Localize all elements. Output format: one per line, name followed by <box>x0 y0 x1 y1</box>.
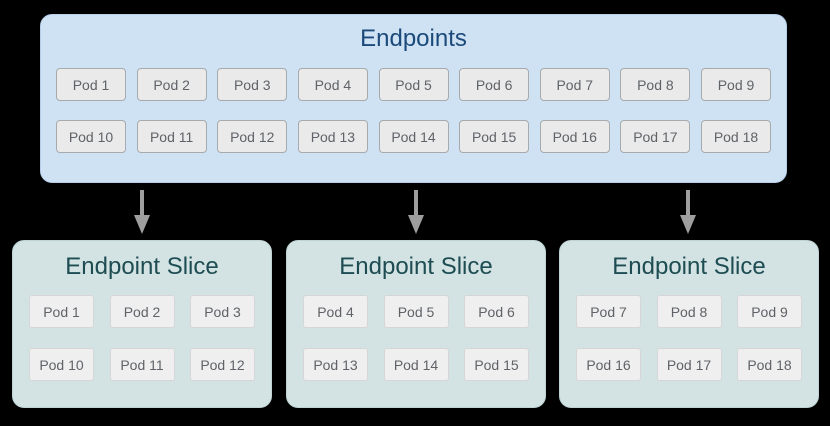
pod-label: Pod 17 <box>666 356 712 373</box>
pod: Pod 15 <box>464 348 529 381</box>
pod: Pod 4 <box>303 295 368 328</box>
pod: Pod 18 <box>701 120 771 153</box>
pod-label: Pod 5 <box>395 76 432 93</box>
pod-label: Pod 11 <box>149 128 194 145</box>
pod-label: Pod 1 <box>72 76 110 93</box>
slice1-pod-row-1: Pod 1 Pod 2 Pod 3 <box>29 295 255 328</box>
pod: Pod 13 <box>303 348 368 381</box>
endpoints-pod-row-2: Pod 10 Pod 11 Pod 12 Pod 13 Pod 14 Pod 15 Pod … <box>56 120 771 153</box>
pod: Pod 14 <box>378 120 449 153</box>
endpoints-box: Endpoints Pod 1 Pod 2 Pod 3 Pod 4 Pod 5 Pod 6… <box>40 14 787 183</box>
endpoint-slice-title: Endpoint Slice <box>339 253 493 280</box>
pod-label: Pod 18 <box>713 128 759 145</box>
pod: Pod 17 <box>620 120 691 153</box>
pod: Pod 9 <box>701 68 771 101</box>
pod: Pod 6 <box>464 295 529 328</box>
pod: Pod 18 <box>737 348 802 381</box>
pod-label: Pod 11 <box>120 356 164 373</box>
pod: Pod 2 <box>136 68 207 101</box>
pod: Pod 3 <box>190 295 255 328</box>
pod: Pod 14 <box>383 348 449 381</box>
pod: Pod 11 <box>136 120 207 153</box>
pod: Pod 3 <box>217 68 288 101</box>
pod-label: Pod 7 <box>590 303 627 320</box>
pod: Pod 5 <box>378 68 449 101</box>
pod-label: Pod 8 <box>637 76 674 93</box>
down-arrow-icon <box>680 190 696 234</box>
pod: Pod 2 <box>109 295 175 328</box>
pod-label: Pod 13 <box>310 128 356 145</box>
slice2-pod-row-2: Pod 13 Pod 14 Pod 15 <box>303 348 529 381</box>
pod: Pod 15 <box>459 120 530 153</box>
pod-label: Pod 7 <box>556 76 594 93</box>
pod: Pod 17 <box>656 348 722 381</box>
pod-label: Pod 12 <box>200 356 245 373</box>
pod: Pod 7 <box>576 295 641 328</box>
pod-label: Pod 1 <box>43 303 80 320</box>
pod: Pod 12 <box>217 120 288 153</box>
pod-label: Pod 2 <box>123 303 161 320</box>
pod-label: Pod 10 <box>68 128 114 145</box>
pod: Pod 1 <box>29 295 94 328</box>
pod-label: Pod 15 <box>471 128 517 145</box>
slice3-pod-row-2: Pod 16 Pod 17 Pod 18 <box>576 348 802 381</box>
pod: Pod 9 <box>737 295 802 328</box>
pod-label: Pod 13 <box>313 356 358 373</box>
pod-label: Pod 9 <box>751 303 788 320</box>
pod-label: Pod 3 <box>204 303 241 320</box>
down-arrow-icon <box>134 190 150 234</box>
endpoint-slice-title: Endpoint Slice <box>65 253 219 280</box>
pod-label: Pod 2 <box>153 76 190 93</box>
pod: Pod 4 <box>297 68 368 101</box>
pod-label: Pod 10 <box>39 356 84 373</box>
pod-label: Pod 14 <box>393 356 439 373</box>
pod-label: Pod 5 <box>397 303 435 320</box>
pod-label: Pod 14 <box>391 128 436 145</box>
slice1-pod-row-2: Pod 10 Pod 11 Pod 12 <box>29 348 255 381</box>
pod: Pod 7 <box>539 68 610 101</box>
pod-label: Pod 16 <box>552 128 597 145</box>
pod-label: Pod 9 <box>717 76 755 93</box>
slice3-pod-row-1: Pod 7 Pod 8 Pod 9 <box>576 295 802 328</box>
pod-label: Pod 8 <box>670 303 708 320</box>
endpoints-pod-row-1: Pod 1 Pod 2 Pod 3 Pod 4 Pod 5 Pod 6 Pod 7 Pod 8… <box>56 68 771 101</box>
pod-label: Pod 6 <box>478 303 515 320</box>
pod-label: Pod 3 <box>233 76 271 93</box>
pod: Pod 11 <box>109 348 175 381</box>
pod: Pod 16 <box>539 120 610 153</box>
pod: Pod 1 <box>56 68 126 101</box>
down-arrow-icon <box>408 190 424 234</box>
pod: Pod 10 <box>56 120 126 153</box>
pod-label: Pod 17 <box>633 128 678 145</box>
endpoints-title: Endpoints <box>360 25 467 52</box>
slice2-pod-row-1: Pod 4 Pod 5 Pod 6 <box>303 295 529 328</box>
endpoint-slice-title: Endpoint Slice <box>612 253 766 280</box>
pod-label: Pod 18 <box>747 356 792 373</box>
pod-label: Pod 15 <box>474 356 519 373</box>
pod-label: Pod 12 <box>230 128 275 145</box>
pod-label: Pod 6 <box>475 76 513 93</box>
pod-label: Pod 16 <box>586 356 631 373</box>
pod: Pod 6 <box>459 68 530 101</box>
pod-label: Pod 4 <box>314 76 352 93</box>
pod: Pod 16 <box>576 348 641 381</box>
pod: Pod 10 <box>29 348 94 381</box>
pod: Pod 8 <box>620 68 691 101</box>
pod: Pod 12 <box>190 348 255 381</box>
pod: Pod 5 <box>383 295 449 328</box>
pod: Pod 8 <box>656 295 722 328</box>
pod-label: Pod 4 <box>317 303 354 320</box>
pod: Pod 13 <box>297 120 368 153</box>
